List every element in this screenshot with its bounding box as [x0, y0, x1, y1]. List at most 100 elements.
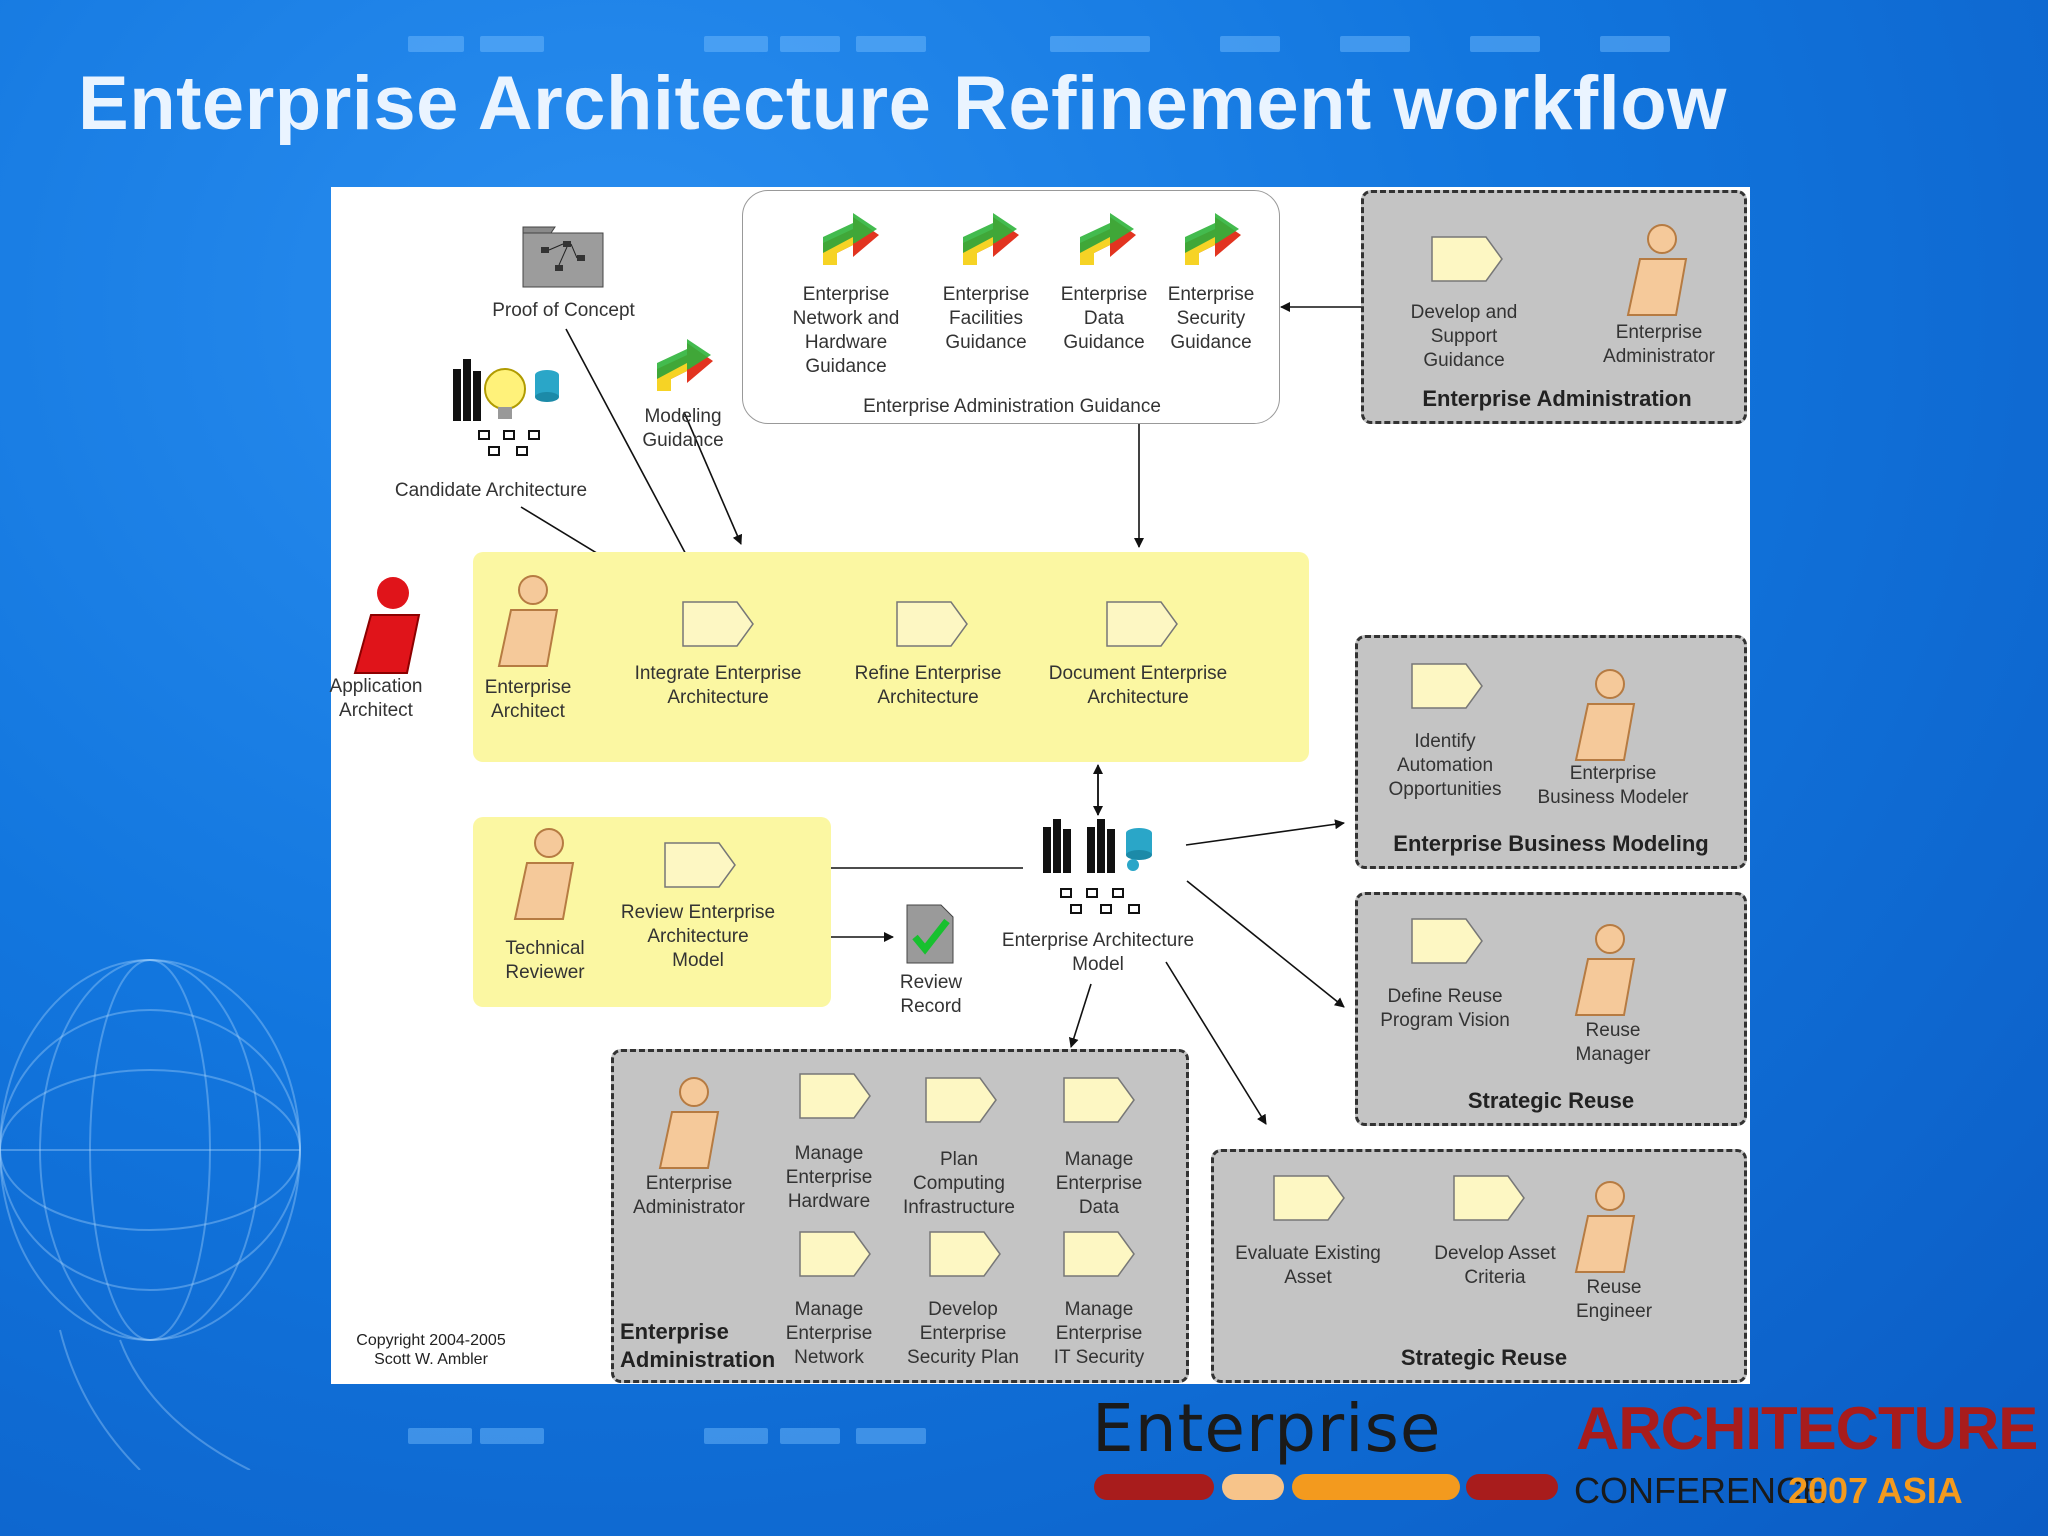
bg-decoration — [704, 1428, 768, 1444]
bg-decoration — [1220, 36, 1280, 52]
logo-architecture-text: ARCHITECTURE — [1576, 1395, 2038, 1462]
technical-reviewer-role-icon — [513, 828, 575, 920]
enterprise-architecture-model-icon — [1043, 819, 1152, 914]
bg-decoration — [1340, 36, 1410, 52]
proof-of-concept-package-icon — [522, 226, 604, 288]
bg-decoration — [1470, 36, 1540, 52]
logo-stripe — [1466, 1474, 1558, 1500]
develop-security-plan-activity-icon — [929, 1231, 1001, 1277]
document-ea-activity-icon — [1106, 601, 1178, 647]
logo-year-place-text: 2007 ASIA — [1788, 1470, 1963, 1511]
workflow-diagram: Proof of Concept Candidate Architecture … — [330, 187, 1750, 1384]
facilities-guidance-icon — [963, 213, 1019, 265]
bg-decoration — [704, 36, 768, 52]
bg-decoration — [780, 1428, 840, 1444]
logo-stripe — [1292, 1474, 1460, 1500]
evaluate-existing-asset-activity-icon — [1273, 1175, 1345, 1221]
wireframe-head-decoration — [0, 959, 301, 1470]
bg-decoration — [408, 36, 464, 52]
manage-it-security-activity-icon — [1063, 1231, 1135, 1277]
network-hardware-guidance-icon — [823, 213, 879, 265]
business-modeling-title: Enterprise Business Modeling — [1393, 831, 1709, 856]
plan-computing-infrastructure-activity-icon — [925, 1077, 997, 1123]
enterprise-architect-role-icon — [497, 575, 559, 667]
modeling-guidance-label: Modeling Guidance — [642, 406, 724, 451]
bg-decoration — [780, 36, 840, 52]
connector-arrows — [520, 302, 1361, 1125]
identify-automation-activity-icon — [1411, 663, 1483, 709]
proof-of-concept-label: Proof of Concept — [492, 300, 635, 321]
candidate-architecture-label: Candidate Architecture — [394, 480, 588, 501]
candidate-architecture-model-icon — [453, 359, 559, 456]
logo-stripe — [1094, 1474, 1214, 1500]
bg-decoration — [856, 1428, 926, 1444]
copyright-notice: Copyright 2004-2005 Scott W. Ambler — [356, 1332, 506, 1368]
security-guidance-icon — [1185, 213, 1241, 265]
enterprise-administrator-bottom-role-icon — [658, 1077, 720, 1169]
reuse-manager-role-icon — [1574, 924, 1636, 1016]
enterprise-administrator-role-icon — [1626, 224, 1688, 316]
review-record-icon — [906, 904, 954, 964]
enterprise-administration-title: Enterprise Administration — [1422, 386, 1692, 411]
develop-support-guidance-activity-icon — [1431, 236, 1503, 282]
logo-conference-text: CONFERENCE — [1574, 1470, 1827, 1511]
strategic-reuse-1-title: Strategic Reuse — [1467, 1088, 1635, 1113]
logo-enterprise-text: Enterprise — [1092, 1390, 1442, 1467]
refine-ea-activity-icon — [896, 601, 968, 647]
logo-stripe — [1222, 1474, 1284, 1500]
manage-network-activity-icon — [799, 1231, 871, 1277]
guidance-box-label: Enterprise Administration Guidance — [863, 396, 1161, 417]
modeling-guidance-icon — [657, 339, 713, 391]
bg-decoration — [480, 1428, 544, 1444]
strategic-reuse-2-title: Strategic Reuse — [1400, 1345, 1568, 1370]
manage-data-activity-icon — [1063, 1077, 1135, 1123]
develop-asset-criteria-activity-icon — [1453, 1175, 1525, 1221]
bg-decoration — [480, 36, 544, 52]
review-ea-model-activity-icon — [664, 842, 736, 888]
application-architect-role-icon — [353, 577, 421, 674]
define-reuse-vision-activity-icon — [1411, 918, 1483, 964]
data-guidance-icon — [1080, 213, 1136, 265]
bg-decoration — [1050, 36, 1150, 52]
manage-hardware-activity-icon — [799, 1073, 871, 1119]
reuse-engineer-role-icon — [1574, 1181, 1636, 1273]
enterprise-business-modeler-role-icon — [1574, 669, 1636, 761]
integrate-ea-activity-icon — [682, 601, 754, 647]
page-title: Enterprise Architecture Refinement workf… — [78, 61, 1727, 146]
bg-decoration — [1600, 36, 1670, 52]
